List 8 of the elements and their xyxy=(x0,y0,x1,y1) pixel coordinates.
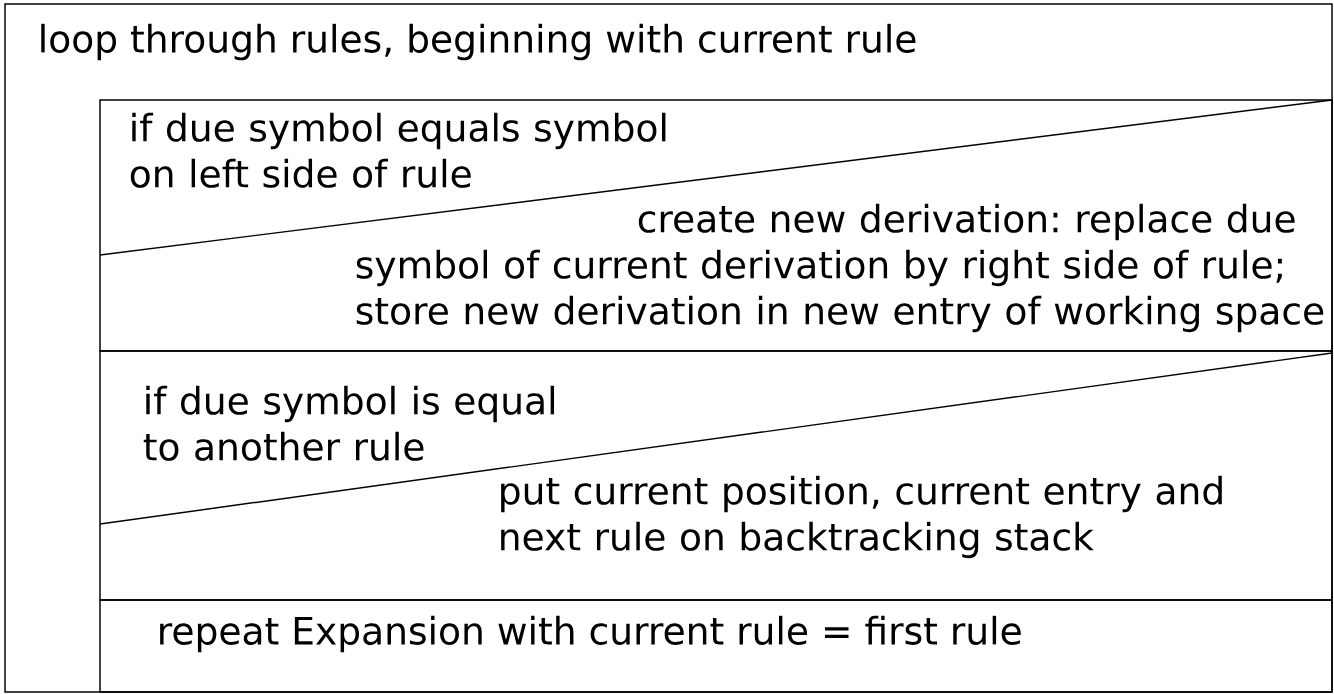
decision-block xyxy=(99,99,1333,352)
decision-block xyxy=(99,350,1333,601)
statement-text: repeat Expansion with current rule = first rule xyxy=(160,615,1021,653)
action-text: put current position, current entry and next rule on backtracking stack xyxy=(501,475,1222,559)
statement-block xyxy=(99,599,1333,693)
loop-block xyxy=(4,3,1333,693)
action-text: create new derivation: replace due symbol of current derivation by right side of rule; store new derivation in new entry of working space xyxy=(356,203,1324,333)
loop-text: loop through rules, beginning with current rule xyxy=(41,23,916,61)
